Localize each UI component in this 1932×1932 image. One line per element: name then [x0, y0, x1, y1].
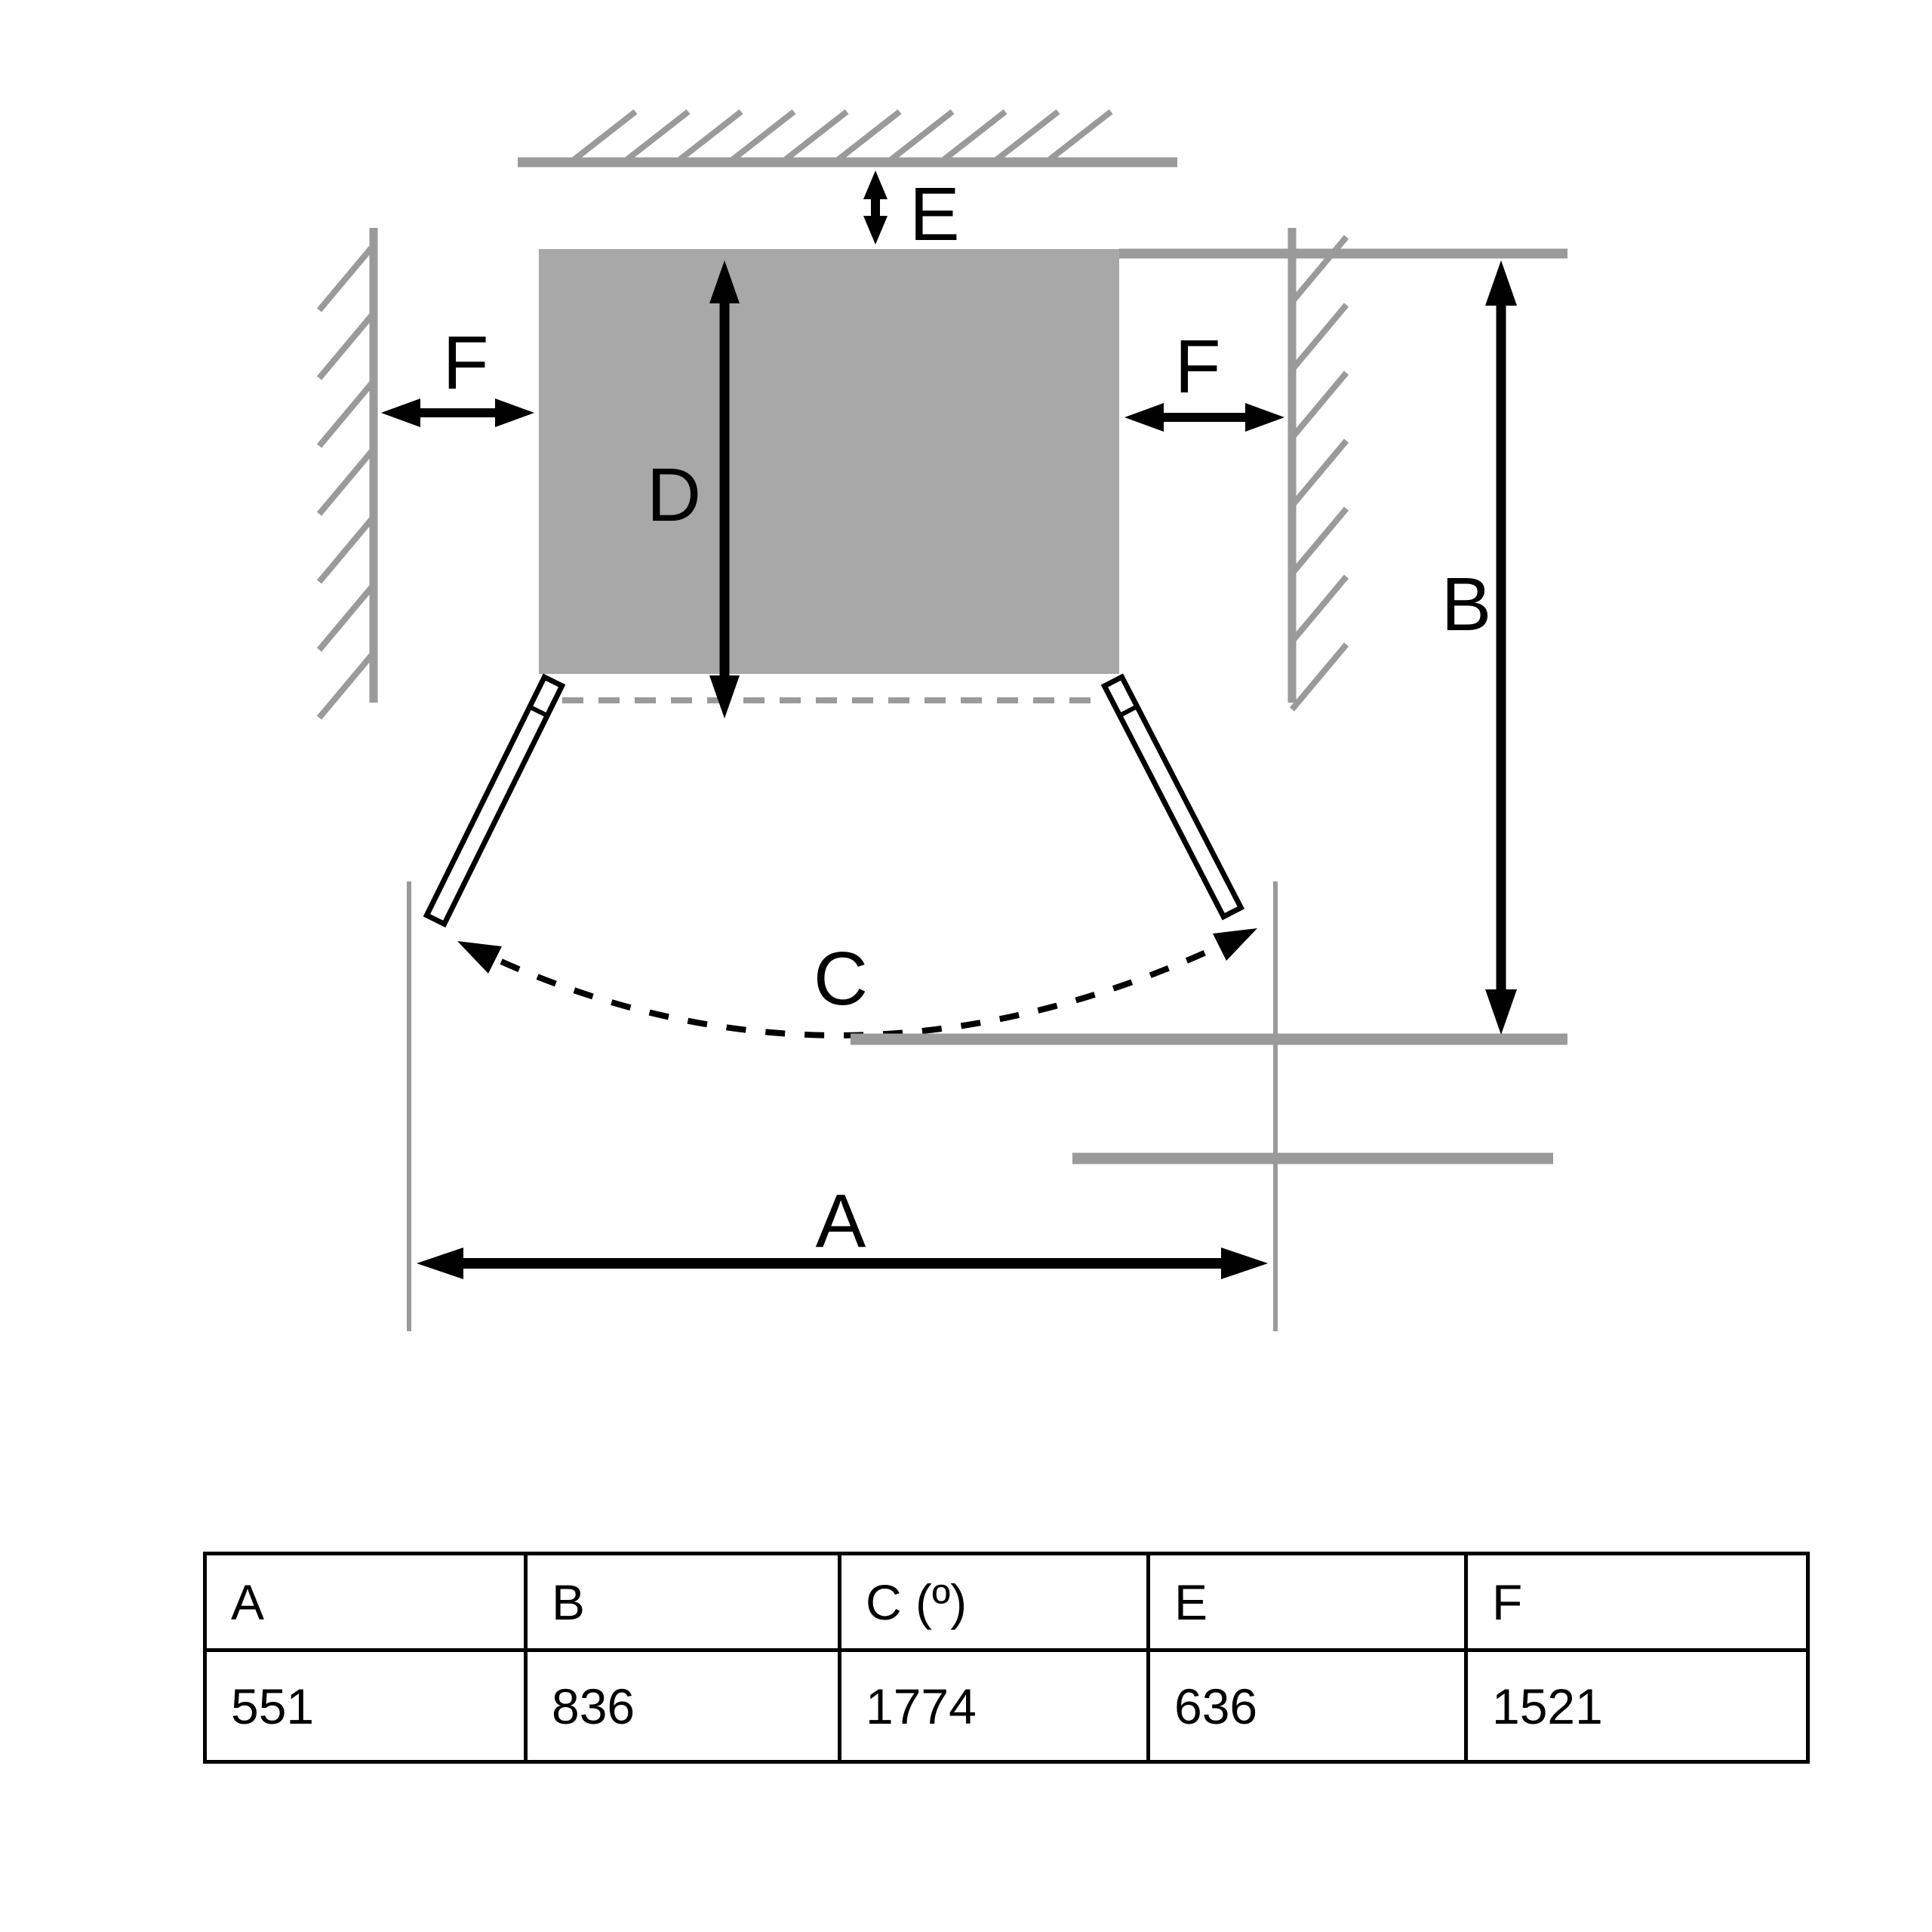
- dim-b-arrow: [1485, 260, 1517, 1035]
- header-cell-c: C (º): [838, 1552, 1150, 1652]
- dim-d-label: D: [647, 453, 701, 537]
- dim-e-label: E: [909, 172, 960, 257]
- header-cell-b: B: [524, 1552, 841, 1652]
- dim-f-right-label: F: [1174, 325, 1220, 409]
- appliance-body: [539, 249, 1119, 674]
- dim-a-label: A: [816, 1179, 866, 1263]
- dim-a-arrow: [417, 1247, 1268, 1279]
- dim-c-label: C: [814, 937, 868, 1021]
- left-door-open: [423, 673, 566, 928]
- dim-f-left-label: F: [442, 321, 488, 405]
- dim-f-left-arrow: [381, 398, 534, 427]
- value-cell-c: 1774: [838, 1648, 1150, 1764]
- dim-f-right-arrow: [1124, 403, 1284, 432]
- dim-e-arrow: [863, 171, 888, 245]
- table-value-row: 551 836 1774 636 1521: [203, 1648, 1810, 1764]
- value-cell-f: 1521: [1464, 1648, 1810, 1764]
- left-wall-hatching: [316, 243, 377, 720]
- right-wall-hatching: [1289, 235, 1349, 712]
- table-header-row: A B C (º) E F: [203, 1552, 1810, 1652]
- value-cell-a: 551: [203, 1648, 528, 1764]
- top-wall-hatching: [571, 109, 1113, 163]
- header-cell-a: A: [203, 1552, 528, 1652]
- right-door-open: [1100, 673, 1245, 921]
- value-cell-e: 636: [1146, 1648, 1468, 1764]
- value-cell-b: 836: [524, 1648, 841, 1764]
- header-cell-f: F: [1464, 1552, 1810, 1652]
- header-cell-e: E: [1146, 1552, 1468, 1652]
- dimension-table: A B C (º) E F 551 836 1774 636 1521: [203, 1552, 1810, 1764]
- dim-d-arrow: [709, 260, 740, 718]
- dim-b-label: B: [1441, 562, 1492, 647]
